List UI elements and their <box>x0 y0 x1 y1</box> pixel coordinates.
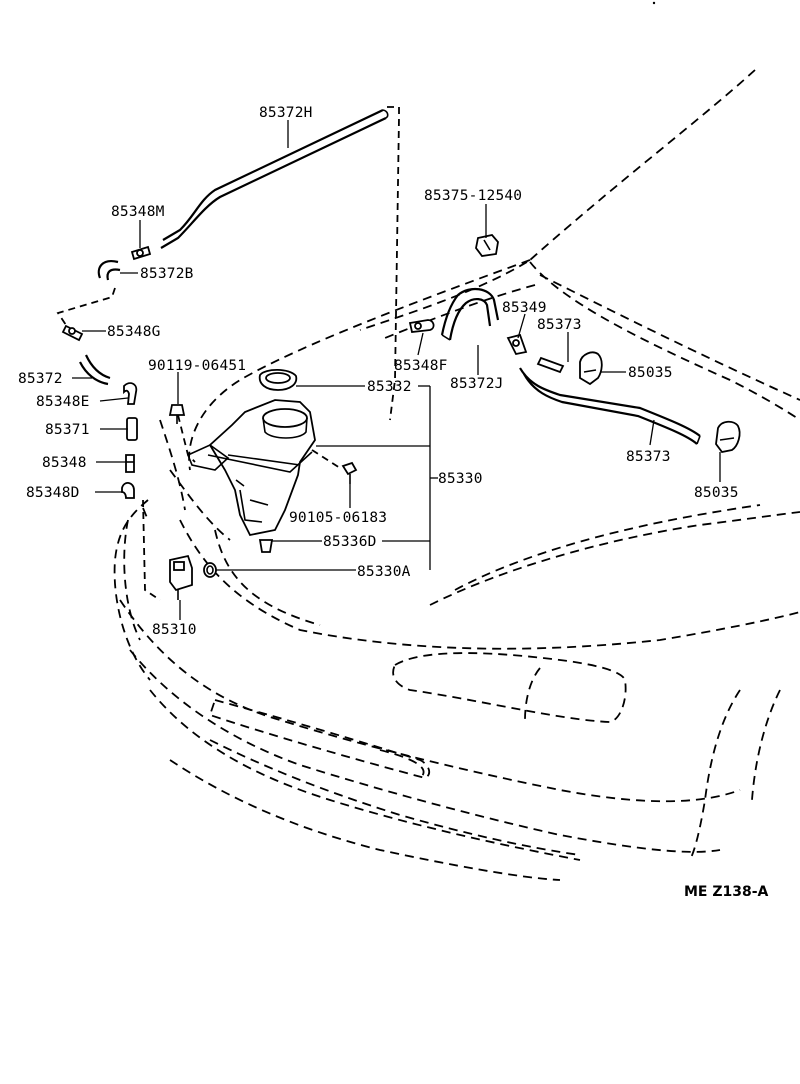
filter-85336D <box>258 539 274 553</box>
hose-85372J <box>440 287 500 341</box>
hose-route-3 <box>142 499 161 601</box>
joint-85348M <box>130 245 152 261</box>
leader-lines <box>72 120 721 620</box>
clip-90119 <box>168 404 186 424</box>
joint-85348F <box>408 319 435 333</box>
elbow-85348D <box>121 482 135 499</box>
label-85348M: 85348M <box>111 204 165 220</box>
label-85375-12540: 85375-12540 <box>424 188 522 204</box>
part-labels: 85372H 85348M 85372B 85348G 85372 90119-… <box>18 105 769 900</box>
label-85372: 85372 <box>18 371 63 387</box>
label-85035-lower: 85035 <box>694 485 739 501</box>
label-85332: 85332 <box>367 379 412 395</box>
label-85348: 85348 <box>42 455 87 471</box>
windshield-edge <box>529 69 756 261</box>
elbow-85348E <box>123 382 138 405</box>
tank-neck <box>262 408 308 439</box>
speck <box>652 1 656 5</box>
car-outline <box>56 69 800 881</box>
label-85348G: 85348G <box>107 324 161 340</box>
screw-90105 <box>341 461 358 484</box>
label-85371: 85371 <box>45 422 90 438</box>
pump-85310 <box>169 554 193 600</box>
washer-tank-85330 <box>186 399 316 537</box>
label-85336D: 85336D <box>323 534 377 550</box>
label-85372B: 85372B <box>140 266 194 282</box>
nozzle-85035-left <box>579 351 603 386</box>
label-85372J: 85372J <box>450 376 504 392</box>
label-85330: 85330 <box>438 471 483 487</box>
tank-cap-85332 <box>258 368 298 391</box>
label-90119-06451: 90119-06451 <box>148 358 246 374</box>
grommet-85330A <box>203 562 217 578</box>
joint-85349 <box>506 333 528 356</box>
label-85373-upper: 85373 <box>537 317 582 333</box>
hose-route-2 <box>56 287 116 326</box>
hose-85372H <box>160 109 389 249</box>
hose-85372 <box>79 354 111 386</box>
joint-85348G <box>61 324 84 342</box>
label-85373-lower: 85373 <box>626 449 671 465</box>
hose-85373 <box>519 367 701 445</box>
diagram-code: ME Z138-A <box>684 884 769 900</box>
label-85035-upper: 85035 <box>628 365 673 381</box>
nozzle-85035-right <box>715 420 741 453</box>
label-85330A: 85330A <box>357 564 411 580</box>
label-85349: 85349 <box>502 300 547 316</box>
joint-85348 <box>125 454 135 473</box>
clip-85375 <box>475 234 499 257</box>
hose-85373-short <box>536 356 565 374</box>
label-85348F: 85348F <box>394 358 448 374</box>
label-90105-06183: 90105-06183 <box>289 510 387 526</box>
label-85372H: 85372H <box>259 105 313 121</box>
label-85310: 85310 <box>152 622 197 638</box>
hose-85372B <box>97 260 121 281</box>
hose-85371 <box>126 417 138 441</box>
label-85348D: 85348D <box>26 485 80 501</box>
label-85348E: 85348E <box>36 394 90 410</box>
